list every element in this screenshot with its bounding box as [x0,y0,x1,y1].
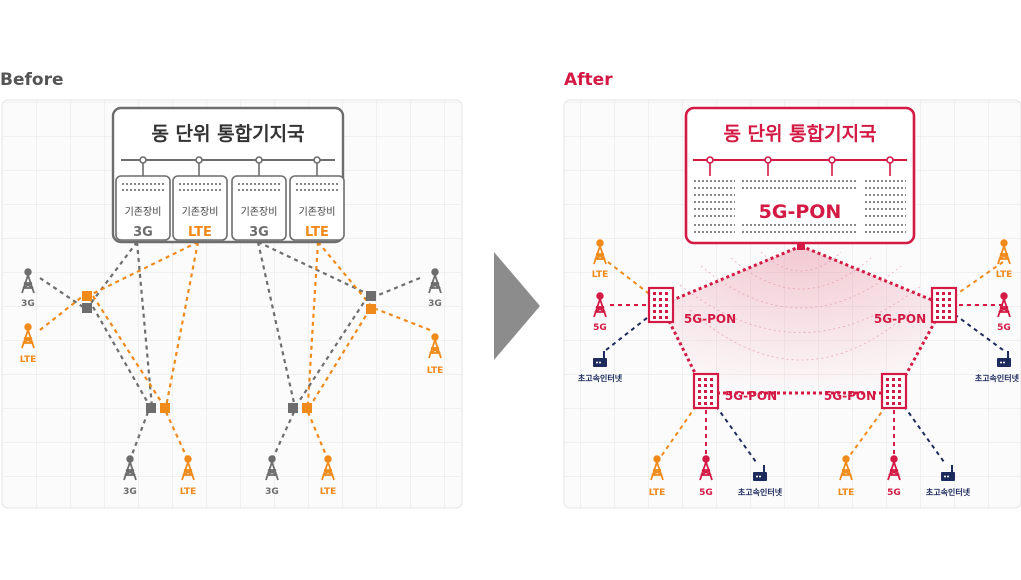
after-bottom-left-internet: 초고속인터넷 [738,465,783,497]
after-bottom-left-lte: LTE [649,454,666,498]
tower-label: LTE [320,487,337,497]
equipment-label: 기존장비 [125,206,162,218]
tower-label: LTE [180,487,197,497]
tower-label: 5G [997,323,1011,333]
after-hub: 동 단위 통합기지국 5G-PON [684,106,916,250]
junction-node [82,291,92,301]
after-bottom-right-lte: LTE [838,454,855,498]
tower-label: 3G [428,299,442,309]
tower-label: LTE [996,270,1013,280]
building-node-icon [647,286,675,324]
after-bottom-left-5g: 5G [699,454,713,498]
tower-label: 5G [699,488,713,498]
tower-label: LTE [20,355,37,365]
equipment-tech: 3G [249,225,269,240]
junction-node [366,304,376,314]
equipment-tech: 3G [133,225,153,240]
after-tower-right-lte: LTE [996,238,1013,280]
internet-label: 초고속인터넷 [738,487,783,497]
junction-node [146,403,156,413]
internet-label: 초고속인터넷 [975,373,1020,383]
after-bottom-right-internet: 초고속인터넷 [926,465,971,497]
after-links [605,261,1004,463]
junction-node [82,303,92,313]
before-tower-left-3g: 3G [21,267,35,309]
before-junctions [82,291,376,413]
node-label: 5G-PON [725,389,777,403]
building-node-icon [880,372,908,410]
internet-label: 초고속인터넷 [926,487,971,497]
before-tower-right-lte: LTE [427,332,444,376]
junction-node [302,403,312,413]
after-internet-right: 초고속인터넷 [975,351,1020,383]
coverage-arcs [679,251,923,361]
tower-label: LTE [838,488,855,498]
before-equipment-1: 기존장비 3G [115,175,171,241]
before-tower-left-lte: LTE [20,322,37,365]
before-tower-bottom-4: LTE [320,454,337,497]
before-heading: Before [0,70,63,90]
node-label: 5G-PON [874,312,926,326]
junction-node [288,403,298,413]
junction-node [160,403,170,413]
after-ring [659,244,946,395]
equipment-tech: LTE [305,225,329,240]
tower-label: 3G [123,487,137,497]
tower-label: 5G [887,488,901,498]
after-hub-tech: 5G-PON [759,201,842,223]
before-tower-bottom-2: LTE [180,454,197,497]
equipment-tech: LTE [188,225,212,240]
tower-label: LTE [649,488,666,498]
tower-label: 5G [593,323,607,333]
after-tower-left-lte: LTE [592,238,609,280]
transition-arrow-icon [494,252,540,360]
tower-label: LTE [592,270,609,280]
after-heading: After [564,70,613,90]
after-tower-left-5g: 5G [593,291,607,333]
node-label: 5G-PON [824,389,876,403]
before-tower-bottom-1: 3G [123,454,137,497]
internet-label: 초고속인터넷 [578,373,623,383]
hub-port [797,242,805,250]
node-label: 5G-PON [684,312,736,326]
tower-label: 3G [265,487,279,497]
before-tower-right-3g: 3G [428,267,442,309]
equipment-label: 기존장비 [182,206,219,218]
after-hub-title: 동 단위 통합기지국 [723,123,876,145]
building-node-icon [692,372,720,410]
before-tower-bottom-3: 3G [265,454,279,497]
before-equipment-2: 기존장비 LTE [172,175,228,241]
junction-node [366,291,376,301]
before-links [39,241,431,461]
equipment-label: 기존장비 [299,206,336,218]
before-equipment-4: 기존장비 LTE [289,175,345,241]
tower-label: LTE [427,366,444,376]
coverage-glow [661,246,944,400]
after-bottom-right-5g: 5G [887,454,901,498]
after-tower-right-5g: 5G [997,291,1011,333]
before-equipment-3: 기존장비 3G [231,175,287,241]
equipment-label: 기존장비 [241,206,278,218]
before-hub-title: 동 단위 통합기지국 [151,123,304,145]
building-node-icon [930,286,958,324]
after-internet-left: 초고속인터넷 [578,351,623,383]
tower-label: 3G [21,299,35,309]
